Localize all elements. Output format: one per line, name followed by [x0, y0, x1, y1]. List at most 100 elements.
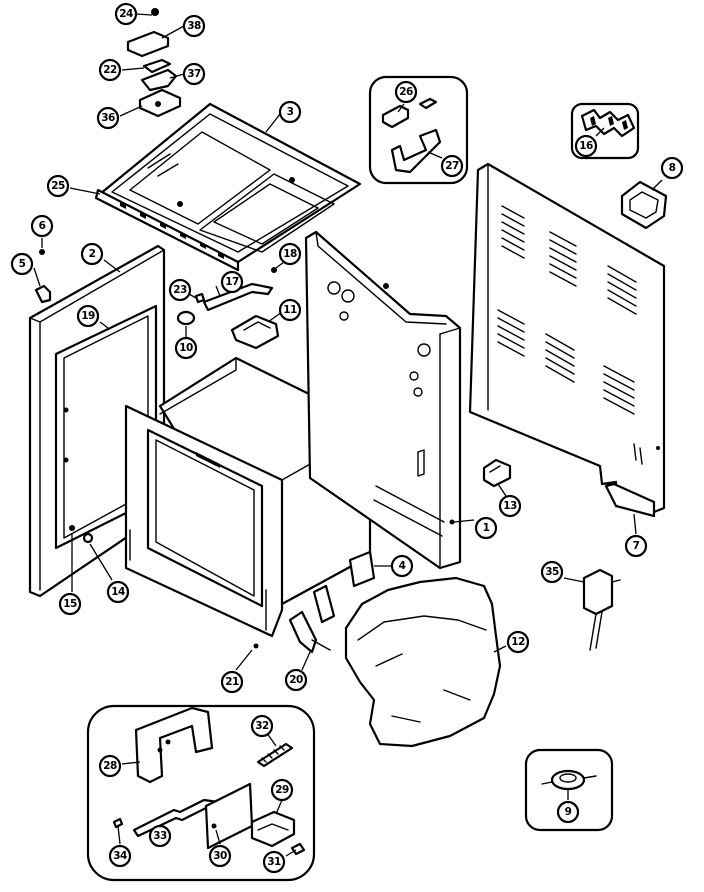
screw-part-6: [39, 249, 45, 255]
svg-text:34: 34: [113, 850, 127, 862]
top-frame-part-3: [98, 102, 362, 264]
callout-10[interactable]: 10: [174, 336, 198, 360]
callout-22[interactable]: 22: [98, 58, 122, 82]
callout-14[interactable]: 14: [106, 580, 130, 604]
callout-15[interactable]: 15: [58, 592, 82, 616]
callout-31[interactable]: 31: [262, 850, 286, 874]
bracket-part-27: [390, 128, 442, 174]
inset-box-top-center: [368, 75, 469, 185]
vent-slots: [497, 205, 637, 415]
svg-text:25: 25: [51, 180, 65, 192]
callout-27[interactable]: 27: [440, 154, 464, 178]
svg-text:33: 33: [153, 830, 167, 842]
svg-text:11: 11: [283, 304, 297, 316]
svg-text:4: 4: [399, 560, 406, 572]
screw-part-18: [271, 267, 277, 273]
clip-part-26: [418, 97, 438, 110]
svg-text:10: 10: [179, 342, 193, 354]
front-rail-part-25: [94, 188, 240, 272]
screw-part-21: [253, 643, 259, 649]
svg-text:23: 23: [173, 284, 187, 296]
callout-1[interactable]: 1: [474, 516, 498, 540]
callout-16[interactable]: 16: [574, 134, 598, 158]
center-small-parts: [176, 267, 280, 350]
hinge-part-5: [34, 284, 52, 304]
svg-text:37: 37: [187, 68, 201, 80]
svg-text:35: 35: [545, 566, 559, 578]
svg-text:20: 20: [289, 674, 303, 686]
svg-text:26: 26: [399, 86, 413, 98]
inset-box-bottom-right: [524, 748, 614, 832]
callout-13[interactable]: 13: [498, 494, 522, 518]
callout-29[interactable]: 29: [270, 778, 294, 802]
callout-4[interactable]: 4: [390, 554, 414, 578]
svg-text:22: 22: [103, 64, 117, 76]
callout-21[interactable]: 21: [220, 670, 244, 694]
callout-26[interactable]: 26: [394, 80, 418, 104]
callout-3[interactable]: 3: [278, 100, 302, 124]
svg-text:31: 31: [267, 856, 281, 868]
knob-part-10: [176, 310, 196, 326]
callout-32[interactable]: 32: [250, 714, 274, 738]
callout-38[interactable]: 38: [182, 14, 206, 38]
callout-35[interactable]: 35: [540, 560, 564, 584]
callout-11[interactable]: 11: [278, 298, 302, 322]
svg-text:13: 13: [503, 500, 517, 512]
plate-part-30: [204, 782, 254, 850]
callout-9[interactable]: 9: [556, 800, 580, 824]
callout-23[interactable]: 23: [168, 278, 192, 302]
svg-text:27: 27: [445, 160, 459, 172]
switch-part-11: [230, 314, 280, 350]
sensor-part-35: [582, 568, 621, 651]
cover-part-38: [126, 30, 170, 58]
svg-text:9: 9: [565, 806, 572, 818]
callout-25[interactable]: 25: [46, 174, 70, 198]
spring-part-32: [256, 742, 294, 768]
svg-text:17: 17: [225, 276, 239, 288]
callout-20[interactable]: 20: [284, 668, 308, 692]
svg-text:8: 8: [669, 162, 676, 174]
callout-33[interactable]: 33: [148, 824, 172, 848]
svg-text:7: 7: [633, 540, 640, 552]
svg-text:32: 32: [255, 720, 269, 732]
clip-part-23: [194, 292, 206, 304]
svg-text:1: 1: [483, 522, 490, 534]
callout-5[interactable]: 5: [10, 252, 34, 276]
hinge-part-20: [288, 584, 336, 654]
washer-part-14: [82, 532, 94, 544]
callout-19[interactable]: 19: [76, 304, 100, 328]
insulation-part-12: [344, 576, 502, 748]
inset-box-top-right: [570, 102, 640, 160]
callout-37[interactable]: 37: [182, 62, 206, 86]
receptacle-part-16: [580, 108, 636, 138]
svg-text:18: 18: [283, 248, 297, 260]
svg-text:5: 5: [19, 258, 26, 270]
callout-30[interactable]: 30: [208, 844, 232, 868]
callout-24[interactable]: 24: [114, 2, 138, 26]
inset-box-bottom-left: [86, 704, 316, 882]
svg-text:16: 16: [579, 140, 593, 152]
top-small-parts: [126, 8, 182, 118]
part-22: [142, 58, 172, 74]
callout-17[interactable]: 17: [220, 270, 244, 294]
screw-part-34: [112, 817, 124, 829]
callout-2[interactable]: 2: [80, 242, 104, 266]
bracket-part-28: [134, 706, 214, 784]
svg-text:21: 21: [225, 676, 239, 688]
svg-text:28: 28: [103, 760, 117, 772]
callout-12[interactable]: 12: [506, 630, 530, 654]
svg-text:15: 15: [63, 598, 77, 610]
callout-36[interactable]: 36: [96, 106, 120, 130]
bracket-part-8: [620, 180, 668, 230]
callout-18[interactable]: 18: [278, 242, 302, 266]
thermostat-part-9: [550, 769, 586, 791]
callout-7[interactable]: 7: [624, 534, 648, 558]
callout-6[interactable]: 6: [30, 214, 54, 238]
callouts: 24 38 22 37 36 3 26 27 16 8 25 6 2 5 18 …: [10, 2, 684, 874]
callout-28[interactable]: 28: [98, 754, 122, 778]
callout-8[interactable]: 8: [660, 156, 684, 180]
back-panel-part-7: [468, 162, 666, 518]
svg-text:2: 2: [89, 248, 96, 260]
callout-34[interactable]: 34: [108, 844, 132, 868]
